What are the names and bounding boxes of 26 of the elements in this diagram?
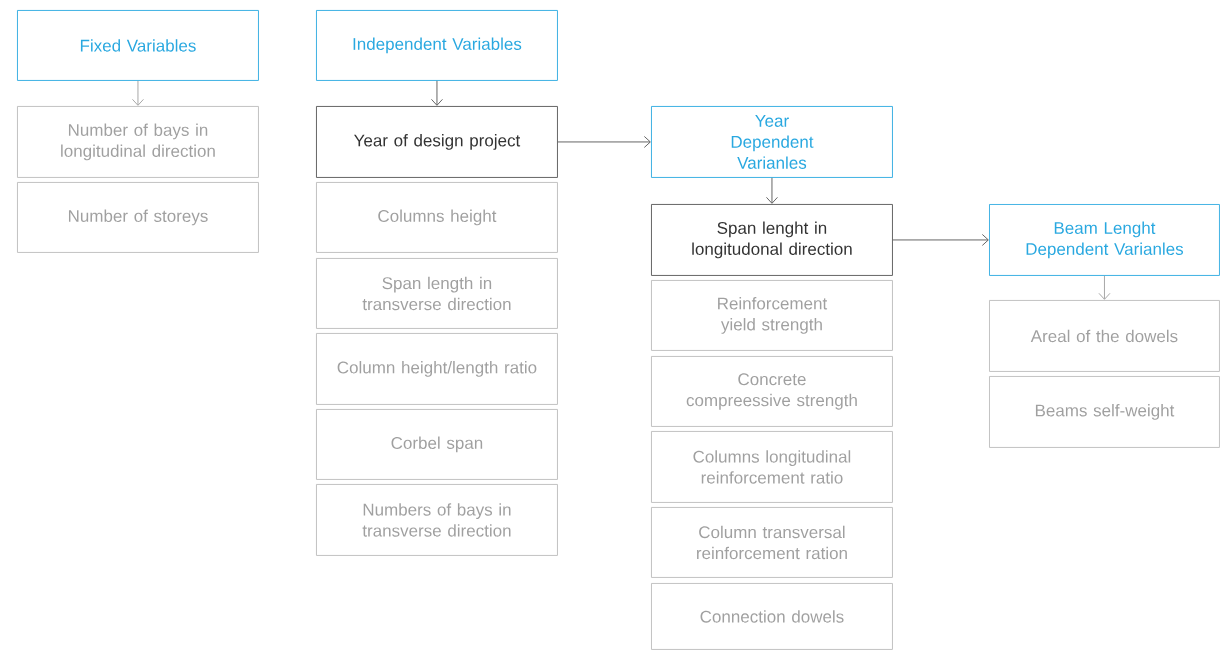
arrow: [557, 136, 651, 148]
process-box: Span lenght in longitudonal direction: [651, 204, 893, 276]
arrow: [132, 80, 144, 106]
arrow: [766, 177, 778, 204]
arrow: [1098, 275, 1111, 300]
variable-box: Column height/length ratio: [316, 333, 558, 405]
variable-box: Corbel span: [316, 409, 558, 480]
variable-box: Numbers of bays in transverse direction: [316, 484, 558, 556]
heading-box: Independent Variables: [316, 10, 558, 81]
variable-box: Number of bays in longitudinal direction: [17, 106, 259, 178]
variable-box: Columns height: [316, 182, 558, 253]
variable-box: Column transversal reinforcement ration: [651, 507, 893, 578]
variable-box: Columns longitudinal reinforcement ratio: [651, 431, 893, 503]
heading-box: Year Dependent Varianles: [651, 106, 893, 178]
variable-box: Areal of the dowels: [989, 300, 1220, 372]
variable-box: Reinforcement yield strength: [651, 280, 893, 351]
variable-box: Concrete compreessive strength: [651, 356, 893, 427]
variable-box: Number of storeys: [17, 182, 259, 253]
arrow: [431, 80, 443, 106]
arrow: [892, 234, 989, 246]
process-box: Year of design project: [316, 106, 558, 178]
heading-box: Fixed Variables: [17, 10, 259, 81]
variable-box: Connection dowels: [651, 583, 893, 650]
variable-box: Span length in transverse direction: [316, 258, 558, 329]
variable-box: Beams self-weight: [989, 376, 1220, 448]
heading-box: Beam Lenght Dependent Varianles: [989, 204, 1220, 276]
